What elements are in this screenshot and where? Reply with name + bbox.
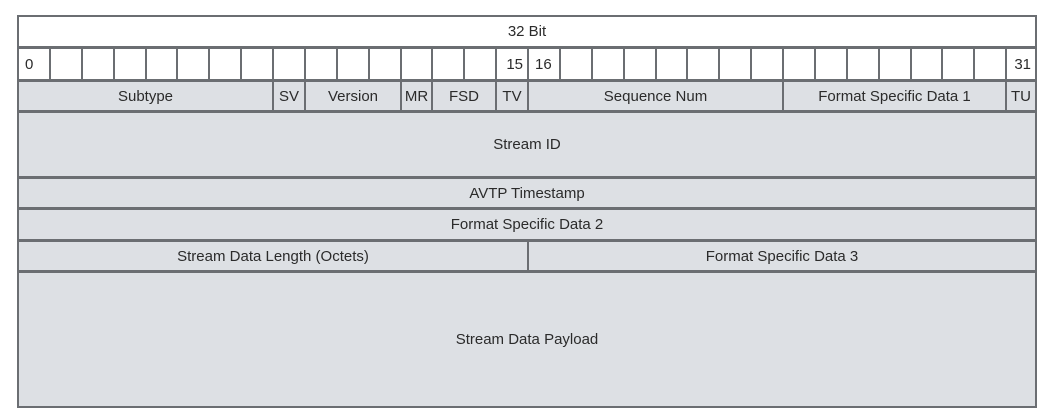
- field-version: Version: [304, 80, 402, 112]
- bit-cell-29: [941, 47, 975, 81]
- bit-cell-2: [81, 47, 115, 81]
- field-stream-data-payload: Stream Data Payload: [17, 271, 1037, 408]
- bit-cell-17: [559, 47, 593, 81]
- bit-cell-1: [49, 47, 83, 81]
- bit-cell-26: [846, 47, 880, 81]
- field-mr: MR: [400, 80, 433, 112]
- bit-cell-18: [591, 47, 625, 81]
- bit-cell-24: [782, 47, 816, 81]
- bit-cell-30: [973, 47, 1007, 81]
- bit-cell-8: [272, 47, 306, 81]
- field-format-specific-data-3: Format Specific Data 3: [527, 240, 1037, 272]
- field-format-specific-data-1: Format Specific Data 1: [782, 80, 1007, 112]
- bit-cell-23: [750, 47, 784, 81]
- bit-cell-16: 16: [527, 47, 561, 81]
- bit-cell-5: [176, 47, 210, 81]
- field-tv: TV: [495, 80, 529, 112]
- bit-cell-4: [145, 47, 178, 81]
- bit-cell-22: [718, 47, 752, 81]
- bit-cell-7: [240, 47, 274, 81]
- field-sequence-num: Sequence Num: [527, 80, 784, 112]
- field-sv: SV: [272, 80, 306, 112]
- bit-width-header: 32 Bit: [17, 15, 1037, 48]
- bit-cell-31: 31: [1005, 47, 1037, 81]
- bit-cell-13: [431, 47, 465, 81]
- field-format-specific-data-2: Format Specific Data 2: [17, 208, 1037, 241]
- field-fsd: FSD: [431, 80, 497, 112]
- field-stream-id: Stream ID: [17, 111, 1037, 178]
- field-tu: TU: [1005, 80, 1037, 112]
- bit-cell-9: [304, 47, 338, 81]
- bit-cell-20: [655, 47, 688, 81]
- bit-cell-19: [623, 47, 657, 81]
- field-avtp-timestamp: AVTP Timestamp: [17, 177, 1037, 209]
- bit-cell-27: [878, 47, 912, 81]
- bit-cell-0: 0: [17, 47, 51, 81]
- bit-cell-21: [686, 47, 720, 81]
- bit-cell-15: 15: [495, 47, 529, 81]
- field-subtype: Subtype: [17, 80, 274, 112]
- bit-cell-25: [814, 47, 848, 81]
- bit-cell-14: [463, 47, 497, 81]
- bit-cell-10: [336, 47, 370, 81]
- bit-cell-6: [208, 47, 242, 81]
- field-stream-data-length-octets: Stream Data Length (Octets): [17, 240, 529, 272]
- bit-cell-28: [910, 47, 943, 81]
- bit-cell-3: [113, 47, 147, 81]
- bit-cell-11: [368, 47, 402, 81]
- bit-cell-12: [400, 47, 433, 81]
